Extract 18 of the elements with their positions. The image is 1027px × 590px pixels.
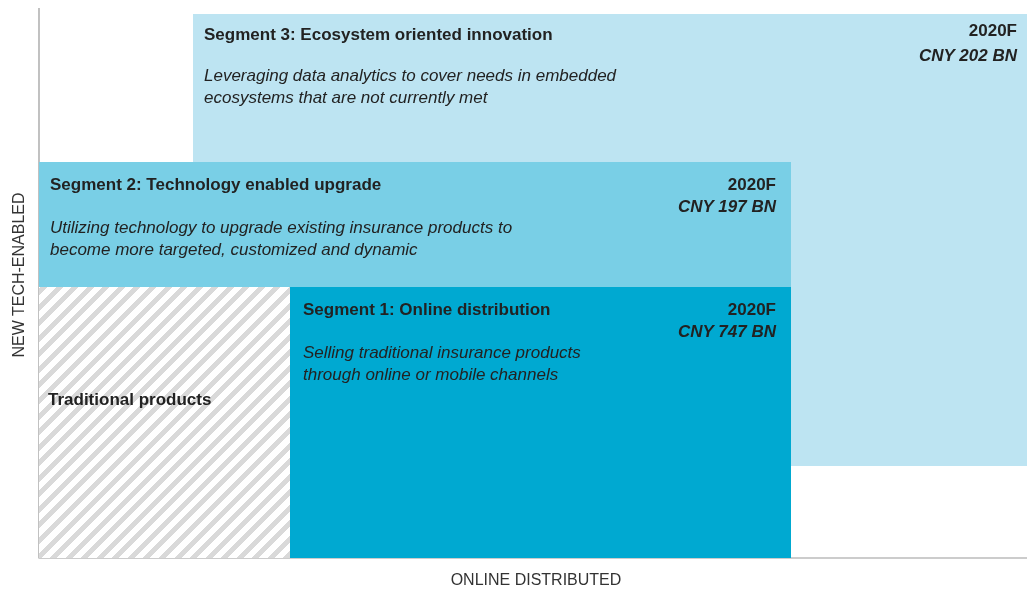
segment-panel (290, 287, 791, 558)
axis-label: NEW TECH-ENABLED (10, 192, 28, 358)
segment-description: Selling traditional insurance products through online or mobile channels (303, 342, 582, 386)
forecast-year: 2020F (727, 299, 776, 321)
segment-panel (39, 162, 791, 287)
segment-heading: Segment 1: Online distribution (303, 299, 552, 321)
segment-heading: Segment 2: Technology enabled upgrade (50, 174, 383, 196)
axis-label: ONLINE DISTRIBUTED (450, 571, 622, 589)
forecast-year: 2020F (727, 174, 776, 196)
category-label: Traditional products (48, 389, 213, 411)
segment-description: Leveraging data analytics to cover needs in embedded ecosystems that are not currently met (204, 65, 618, 109)
market-size: CNY 197 BN (678, 196, 776, 218)
hatched-panel (39, 287, 290, 558)
forecast-year: 2020F (968, 20, 1017, 42)
market-size: CNY 747 BN (678, 321, 776, 343)
segment-description: Utilizing technology to upgrade existing insurance products to become more targeted, customized and dynamic (50, 217, 514, 261)
segment-heading: Segment 3: Ecosystem oriented innovation (204, 24, 554, 46)
market-size: CNY 202 BN (919, 45, 1017, 67)
